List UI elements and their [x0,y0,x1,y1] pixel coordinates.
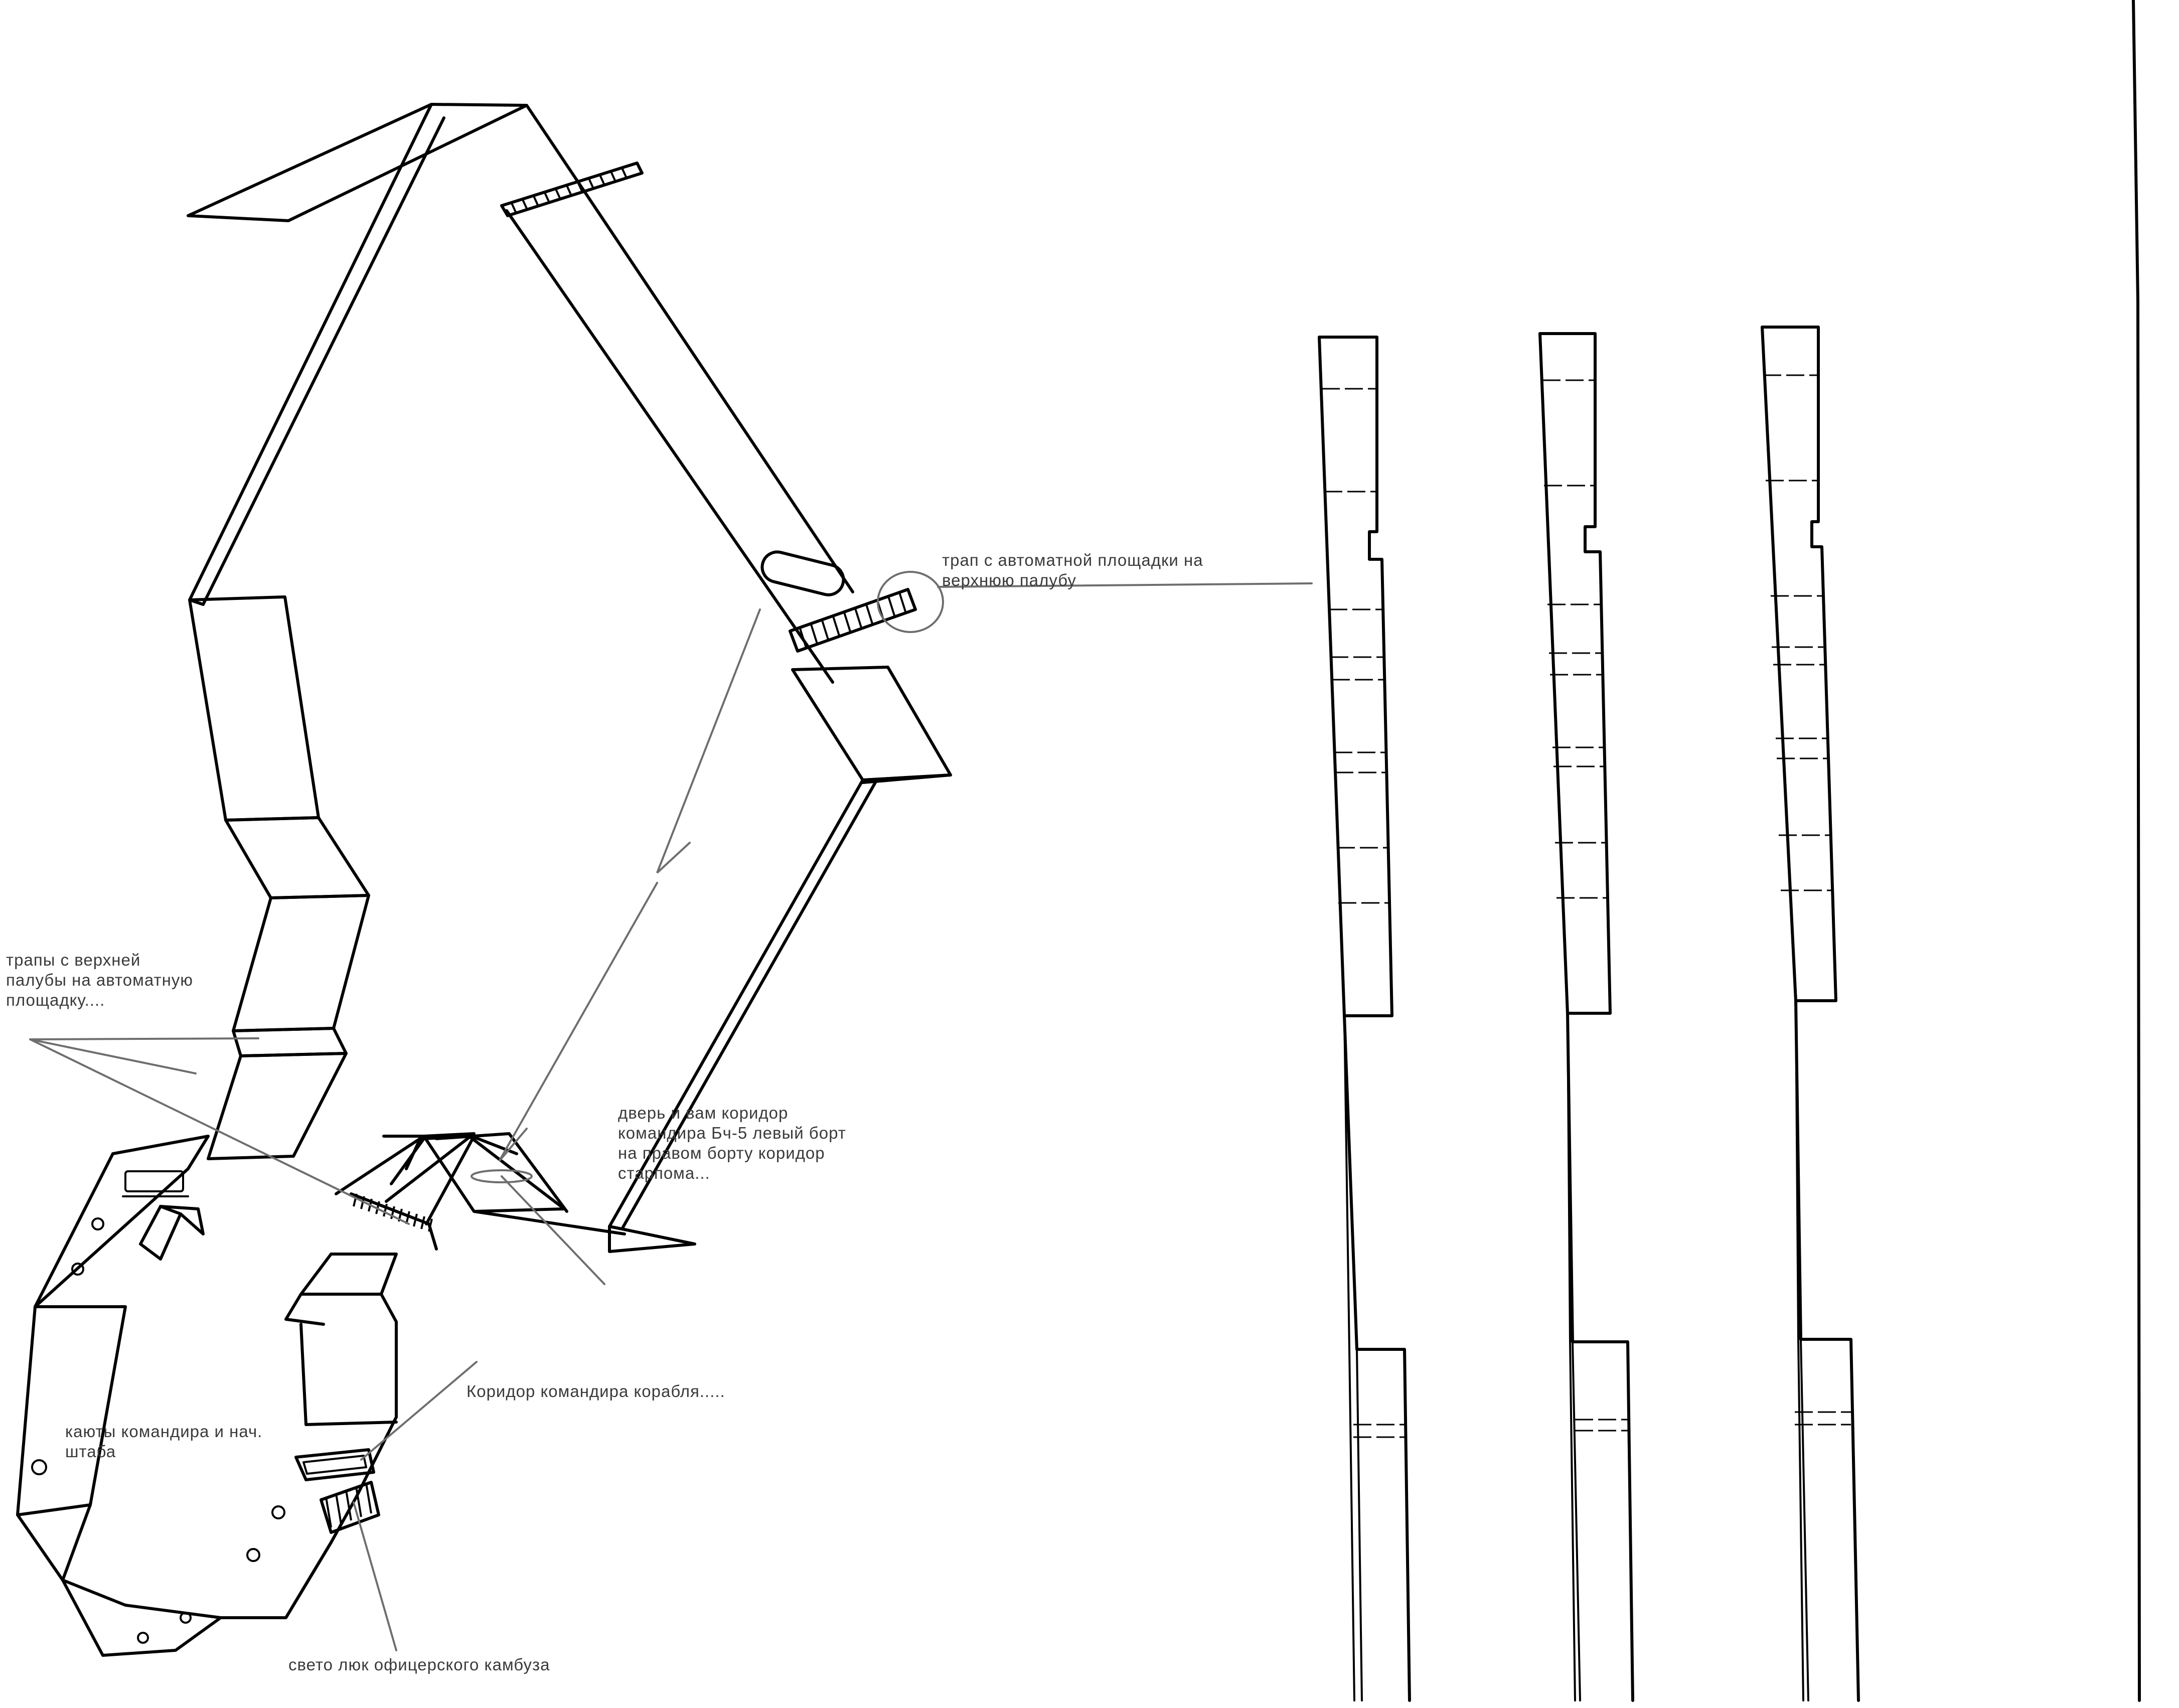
annotation-line: верхнюю палубу [942,571,1076,589]
annotation-cabins: каюты командира и нач. штаба [65,1422,262,1461]
porthole-icon [271,1505,285,1519]
section-profile-3 [1761,326,1860,1702]
annotation-line: палубы на автоматную [6,971,193,989]
annotation-line: дверь и вам коридор [618,1104,788,1122]
frame-border-line [2132,0,2141,1702]
annotation-trapy-upper: трапы с верхней палубы на автоматную пло… [6,951,193,1009]
leader-lines [29,571,1313,1651]
porthole-icon [246,1548,260,1562]
section-profile-1 [1318,336,1411,1702]
porthole-icon [31,1459,47,1475]
annotation-galley-hatch: свето люк офицерского камбуза [288,1655,550,1674]
ladder-platform-icon [789,588,917,653]
annotation-line: командира Бч-5 левый борт [618,1124,846,1142]
annotation-trap-platform: трап с автоматной площадки на верхнюю па… [942,551,1203,589]
porthole-icon [91,1217,104,1230]
porthole-icon [71,1263,84,1276]
upper-deck-structure [187,103,952,1253]
annotation-line: трап с автоматной площадки на [942,551,1203,569]
porthole-icon [180,1612,192,1624]
annotation-line: на правом борту коридор [618,1144,825,1162]
annotation-door-corridor: дверь и вам коридор командира Бч-5 левый… [618,1104,846,1182]
ladder-top-icon [500,162,644,217]
section-profile-2 [1538,332,1634,1702]
commander-cabins-block [16,1135,398,1657]
commander-corridor-block [335,1132,626,1251]
annotation-line: трапы с верхней [6,951,140,969]
annotation-line: площадку.... [6,991,105,1009]
annotation-commander-corridor: Коридор командира корабля..... [466,1382,725,1401]
annotation-line: старпома... [618,1164,710,1182]
porthole-icon [137,1632,149,1644]
annotation-line: каюты командира и нач. [65,1422,262,1441]
annotation-line: штаба [65,1442,116,1461]
